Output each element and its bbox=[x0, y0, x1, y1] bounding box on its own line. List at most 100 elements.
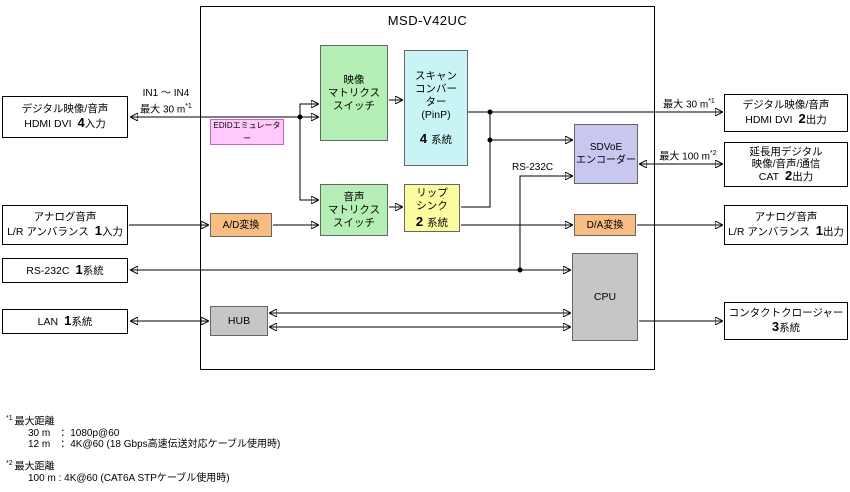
block-edid-emulator: EDIDエミュレーター bbox=[210, 119, 284, 145]
footnote-2-line1: 100 m : 4K@60 (CAT6A STPケーブル使用時) bbox=[28, 472, 230, 484]
io-output-analog-count: 1 bbox=[815, 223, 823, 238]
io-output-cat: 延長用デジタル 映像/音声/通信 CAT 2 出力 bbox=[724, 142, 848, 187]
block-lipsync-line1: リップ bbox=[416, 186, 448, 199]
block-scan-line2: コンバー bbox=[415, 82, 457, 95]
unit-title: MSD-V42UC bbox=[387, 13, 468, 28]
block-audio-matrix-switch: 音声 マトリクス スイッチ bbox=[320, 184, 388, 236]
io-output-contact-count: 3 bbox=[771, 319, 780, 334]
io-input-lan-type: LAN bbox=[37, 316, 59, 328]
footnote-1-sup: *1 bbox=[6, 415, 13, 422]
block-video-matrix-line1: 映像 bbox=[343, 73, 365, 86]
io-input-hdmi: デジタル映像/音声 HDMI DVI 4 入力 bbox=[2, 96, 128, 138]
io-input-rs232c-line: RS-232C 1 系統 bbox=[26, 263, 103, 278]
label-max-30m-input: 最大 30 m*1 bbox=[134, 101, 198, 115]
block-scan-count: 4 bbox=[419, 130, 428, 146]
io-input-hdmi-suffix: 入力 bbox=[84, 118, 106, 130]
block-audio-matrix-line3: スイッチ bbox=[333, 216, 375, 229]
block-hub-label: HUB bbox=[227, 314, 251, 327]
block-cpu-label: CPU bbox=[593, 290, 617, 303]
io-output-contact-suffix: 系統 bbox=[779, 322, 801, 334]
io-input-analog-count: 1 bbox=[94, 223, 102, 238]
block-lipsync-count-suffix: 系統 bbox=[427, 216, 449, 229]
io-input-lan-count: 1 bbox=[64, 313, 72, 328]
io-output-hdmi-type: HDMI DVI bbox=[745, 114, 793, 126]
io-input-analog-suffix: 入力 bbox=[101, 226, 123, 238]
label-rs232c-line: RS-232C bbox=[512, 162, 554, 173]
block-video-matrix-line3: スイッチ bbox=[333, 99, 375, 112]
block-scan-count-line: 4 系統 bbox=[420, 132, 452, 147]
block-scan-count-suffix: 系統 bbox=[431, 133, 453, 146]
block-scan-line4: (PinP) bbox=[421, 108, 451, 121]
io-input-hdmi-count: 4 bbox=[77, 115, 85, 130]
block-audio-matrix-line1: 音声 bbox=[343, 190, 365, 203]
io-input-rs232c: RS-232C 1 系統 bbox=[2, 258, 128, 283]
io-input-lan-line: LAN 1 系統 bbox=[38, 314, 93, 329]
io-output-contact-closure: コンタクトクロージャー 3 系統 bbox=[724, 302, 848, 340]
io-output-cat-type: CAT bbox=[758, 171, 779, 183]
footnote-1-line2: 12 m ：4K@60 (18 Gbps高速伝送対応ケーブル使用時) bbox=[28, 439, 281, 451]
io-input-analog-type: L/R アンバランス bbox=[7, 226, 89, 238]
io-input-rs232c-count: 1 bbox=[75, 262, 83, 277]
block-scan-line1: スキャン bbox=[415, 69, 457, 82]
io-input-rs232c-suffix: 系統 bbox=[82, 265, 104, 277]
block-edid-label: EDIDエミュレーター bbox=[213, 121, 281, 143]
io-output-hdmi-count: 2 bbox=[798, 111, 806, 126]
label-max-30m-output: 最大 30 m*1 bbox=[656, 96, 722, 110]
footnote-1-line1: 30 m ：1080p@60 bbox=[28, 427, 120, 439]
io-input-rs232c-type: RS-232C bbox=[26, 265, 70, 277]
io-output-hdmi-line2: HDMI DVI 2 出力 bbox=[745, 112, 826, 127]
io-input-lan: LAN 1 系統 bbox=[2, 309, 128, 334]
io-input-hdmi-line1: デジタル映像/音声 bbox=[21, 103, 109, 115]
block-lipsync-count-line: 2 系統 bbox=[416, 215, 448, 230]
io-output-hdmi-suffix: 出力 bbox=[805, 114, 827, 126]
label-max-30m-input-text: 最大 30 m bbox=[140, 104, 186, 116]
block-scan-line3: ター bbox=[425, 95, 447, 108]
io-output-contact-line2: 3 系統 bbox=[772, 320, 800, 335]
io-output-analog-suffix: 出力 bbox=[822, 226, 844, 238]
block-lip-sync: リップ シンク 2 系統 bbox=[404, 184, 460, 232]
label-max-100m-output: 最大 100 m*2 bbox=[652, 148, 724, 162]
label-max-100m-output-sup: *2 bbox=[709, 150, 717, 157]
io-output-cat-count: 2 bbox=[785, 168, 793, 183]
io-input-analog-line1: アナログ音声 bbox=[33, 211, 97, 223]
block-ad-label: A/D変換 bbox=[222, 219, 260, 231]
block-cpu: CPU bbox=[572, 253, 638, 341]
io-output-hdmi-line1: デジタル映像/音声 bbox=[742, 99, 830, 111]
io-input-analog-line2: L/R アンバランス 1 入力 bbox=[7, 224, 123, 239]
block-audio-matrix-line2: マトリクス bbox=[327, 203, 381, 216]
io-output-cat-line1: 延長用デジタル bbox=[749, 146, 823, 158]
footnote-2-sup: *2 bbox=[6, 459, 13, 467]
io-output-cat-suffix: 出力 bbox=[792, 171, 814, 183]
io-output-analog-audio: アナログ音声 L/R アンバランス 1 出力 bbox=[724, 205, 848, 245]
block-hub: HUB bbox=[210, 306, 268, 336]
block-lipsync-count: 2 bbox=[415, 213, 424, 229]
label-max-30m-input-sup: *1 bbox=[185, 103, 192, 110]
io-output-analog-line1: アナログ音声 bbox=[754, 211, 818, 223]
io-output-hdmi: デジタル映像/音声 HDMI DVI 2 出力 bbox=[724, 94, 848, 132]
label-input-range: IN1 ～ IN4 bbox=[142, 88, 190, 99]
block-sdvoe-encoder: SDVoE エンコーダー bbox=[574, 124, 638, 184]
block-video-matrix-switch: 映像 マトリクス スイッチ bbox=[320, 45, 388, 141]
footnote-2-title-text: 最大距離 bbox=[14, 461, 55, 473]
label-max-30m-output-text: 最大 30 m bbox=[663, 99, 709, 111]
io-output-cat-line2: 映像/音声/通信 bbox=[751, 158, 821, 170]
block-sdvoe-line1: SDVoE bbox=[589, 142, 623, 153]
label-max-30m-output-sup: *1 bbox=[708, 98, 715, 105]
block-da-converter: D/A変換 bbox=[574, 214, 636, 236]
block-lipsync-line2: シンク bbox=[416, 199, 448, 212]
io-output-analog-line2: L/R アンバランス 1 出力 bbox=[728, 224, 844, 239]
io-output-cat-line3: CAT 2 出力 bbox=[758, 168, 814, 183]
label-max-100m-output-text: 最大 100 m bbox=[659, 151, 710, 163]
block-da-label: D/A変換 bbox=[586, 219, 624, 231]
block-ad-converter: A/D変換 bbox=[210, 213, 272, 237]
io-input-hdmi-type: HDMI DVI bbox=[24, 118, 72, 130]
io-output-contact-line1: コンタクトクロージャー bbox=[728, 307, 844, 319]
block-scan-converter: スキャン コンバー ター (PinP) 4 系統 bbox=[404, 50, 468, 166]
io-input-lan-suffix: 系統 bbox=[71, 316, 93, 328]
block-sdvoe-line2: エンコーダー bbox=[576, 155, 636, 166]
footnote-1-title-text: 最大距離 bbox=[14, 416, 55, 428]
